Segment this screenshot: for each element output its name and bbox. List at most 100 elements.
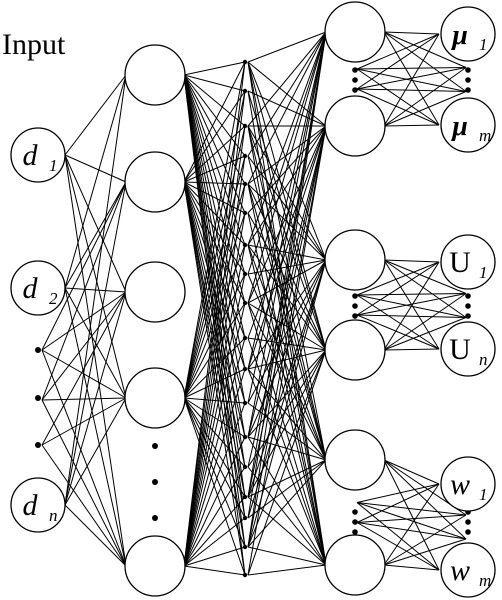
edge-h1-mid [183, 125, 246, 567]
edge-h1-mid [183, 155, 246, 567]
edge-h1-mid [183, 74, 246, 304]
edge-h3-out [356, 314, 467, 318]
edge-h1-mid [183, 74, 246, 275]
output-node-3 [440, 234, 496, 290]
hidden3-ellipsis-dot [352, 303, 358, 309]
hidden1-node-4 [124, 367, 186, 429]
edge-h3-out [356, 502, 440, 571]
edge-h3-out [383, 67, 467, 127]
edge-h3-out [356, 294, 467, 318]
edge-h3-out [356, 33, 440, 90]
output-sub-6: m [479, 571, 491, 590]
edge-h1-mid [183, 466, 246, 567]
edge-h3-out [383, 259, 440, 263]
edge-h3-out [383, 293, 467, 351]
output-ellipsis-dot [465, 529, 471, 535]
edge-mid-h3 [247, 125, 327, 461]
middle-dot [242, 242, 248, 248]
edge-h3-out [356, 293, 467, 296]
edge-h3-out [356, 88, 440, 126]
edge-h3-out [383, 259, 467, 318]
edge-mid-h3 [247, 546, 327, 566]
edge-h1-mid [183, 125, 246, 399]
edge-h3-out [356, 294, 440, 350]
hidden3-node-1 [324, 1, 386, 63]
edge-h1-mid [183, 212, 246, 399]
hidden3-ellipsis-dot [352, 87, 358, 93]
edge-mid-h3 [247, 259, 327, 498]
middle-dot [242, 59, 248, 65]
middle-dot [242, 434, 248, 440]
edge-in-h1 [41, 291, 127, 446]
edge-mid-h3 [247, 31, 327, 548]
hidden1-ellipsis-dot [152, 515, 158, 521]
edge-mid-h3 [247, 273, 327, 461]
edge-in-h1 [64, 154, 127, 183]
edge-h1-mid [183, 565, 246, 576]
edge-mid-h3 [247, 564, 327, 576]
edge-mid-h3 [247, 31, 327, 404]
input-node-3 [10, 477, 66, 533]
output-sub-3: 1 [479, 263, 488, 282]
edge-h1-mid [183, 155, 246, 183]
edge-h3-out [383, 564, 440, 571]
middle-dot [242, 300, 248, 306]
edge-mid-h3 [247, 183, 327, 261]
edge-h1-mid [183, 397, 246, 519]
edge-in-h1 [64, 74, 127, 156]
edge-mid-h3 [247, 459, 327, 498]
edge-h3-out [356, 522, 467, 540]
middle-dot [242, 400, 248, 406]
middle-dot [242, 271, 248, 277]
edge-in-h1 [41, 397, 127, 401]
edge-h3-out [383, 459, 467, 540]
edge-mid-h3 [247, 349, 327, 370]
middle-dot [242, 515, 248, 521]
edge-h3-out [356, 68, 440, 126]
edge-h3-out [383, 483, 440, 566]
output-label-6: w [450, 554, 470, 587]
output-ellipsis-dot [465, 67, 471, 73]
hidden1-node-3 [124, 261, 186, 323]
edge-h1-mid [183, 90, 246, 183]
output-ellipsis-dot [465, 303, 471, 309]
edge-h3-out [383, 31, 440, 35]
edge-mid-h3 [247, 31, 327, 438]
edge-h1-mid [183, 302, 246, 567]
edge-mid-h3 [247, 125, 327, 185]
output-ellipsis-dot [465, 519, 471, 525]
edge-h1-mid [183, 337, 246, 567]
edge-h1-mid [183, 244, 246, 567]
output-node-2 [440, 97, 496, 153]
middle-dot [242, 88, 248, 94]
edge-mid-h3 [247, 61, 327, 261]
edge-mid-h3 [247, 466, 327, 566]
middle-dot [242, 181, 248, 187]
edge-h1-mid [183, 74, 246, 246]
edge-h1-mid [183, 517, 246, 567]
edge-mid-h3 [247, 31, 327, 370]
input-ellipsis-dot [35, 347, 41, 353]
edge-in-h1 [41, 349, 127, 399]
edge-h1-mid [183, 183, 246, 567]
edge-h1-mid [183, 273, 246, 567]
edge-h3-out [383, 348, 440, 351]
edge-in-h1 [41, 181, 127, 401]
middle-dot [242, 494, 248, 500]
edge-h1-mid [183, 74, 246, 185]
middle-dot [242, 366, 248, 372]
middle-dot [242, 544, 248, 550]
edge-mid-h3 [247, 337, 327, 566]
edge-mid-h3 [247, 61, 327, 461]
input-sub-2: 2 [49, 289, 58, 308]
hidden3-node-2 [324, 95, 386, 157]
edge-h1-mid [183, 181, 246, 214]
hidden3-node-5 [324, 429, 386, 491]
hidden1-node-1 [124, 44, 186, 106]
edge-h1-mid [183, 74, 246, 370]
edge-mid-h3 [247, 31, 327, 275]
output-label-3: U [449, 246, 471, 279]
edge-h1-mid [183, 74, 246, 214]
edge-mid-h3 [247, 459, 327, 519]
edge-h1-mid [183, 74, 246, 92]
